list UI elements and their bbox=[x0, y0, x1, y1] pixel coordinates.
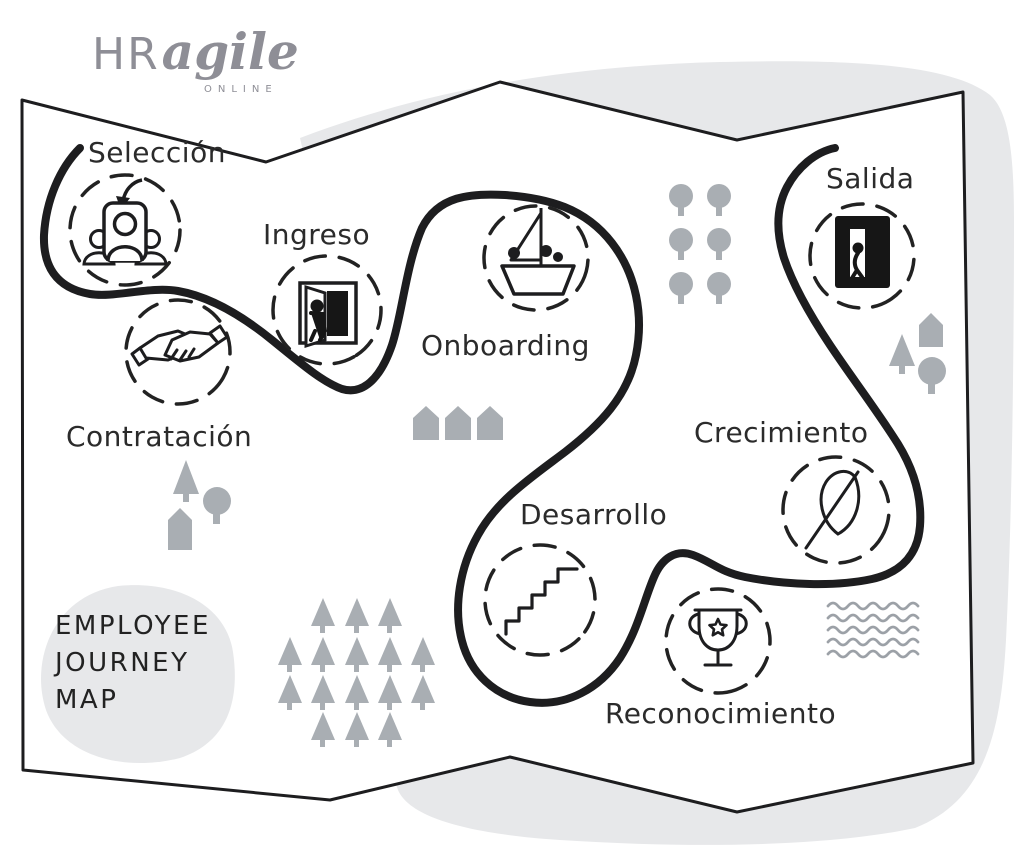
round-tree-icon bbox=[669, 184, 693, 216]
round-tree-icon bbox=[918, 357, 946, 394]
round-tree-icon bbox=[707, 272, 731, 304]
round-tree-grove bbox=[669, 184, 731, 304]
sailboat-icon bbox=[500, 208, 576, 296]
map-title-line: MAP bbox=[55, 685, 119, 715]
stage-circle-contratacion bbox=[124, 298, 232, 406]
house-row bbox=[413, 406, 503, 440]
village-left bbox=[168, 460, 231, 550]
stage-circle-ingreso bbox=[271, 254, 383, 366]
stage-label-seleccion: Selección bbox=[88, 136, 226, 169]
stage-circle-crecimiento bbox=[781, 455, 891, 565]
house-icon bbox=[477, 406, 503, 440]
round-tree-icon bbox=[669, 272, 693, 304]
stage-label-crecimiento: Crecimiento bbox=[694, 416, 869, 449]
stage-label-onboarding: Onboarding bbox=[421, 329, 590, 362]
logo-agile-text: agile bbox=[161, 22, 299, 81]
stage-circle-reconocimiento bbox=[664, 587, 772, 695]
house-icon bbox=[445, 406, 471, 440]
stage-label-contratacion: Contratación bbox=[66, 420, 253, 453]
handshake-icon bbox=[130, 324, 229, 367]
logo-hr-text: HR bbox=[92, 29, 160, 80]
round-tree-icon bbox=[669, 228, 693, 260]
round-tree-icon bbox=[203, 487, 231, 524]
leaf-icon bbox=[804, 469, 861, 550]
pine-tree-icon bbox=[889, 334, 915, 374]
pine-forest bbox=[278, 598, 435, 747]
title-blob bbox=[41, 585, 235, 764]
water-waves-icon bbox=[826, 601, 920, 659]
pine-tree-icon bbox=[173, 460, 199, 502]
house-icon bbox=[168, 508, 192, 550]
map-title-line: JOURNEY bbox=[55, 648, 190, 678]
round-tree-icon bbox=[707, 184, 731, 216]
stage-circle-salida bbox=[808, 202, 916, 310]
journey-path bbox=[39, 144, 925, 707]
stage-label-reconocimiento: Reconocimiento bbox=[605, 697, 837, 730]
house-icon bbox=[413, 406, 439, 440]
map-title: EMPLOYEE JOURNEY MAP bbox=[55, 608, 211, 719]
hragile-logo: HRagile ONLINE bbox=[92, 22, 322, 95]
house-icon bbox=[919, 313, 943, 347]
stage-circle-desarrollo bbox=[483, 543, 597, 657]
door-entry-icon bbox=[298, 281, 358, 349]
map-title-line: EMPLOYEE bbox=[55, 611, 211, 641]
logo-online-text: ONLINE bbox=[204, 84, 278, 95]
stage-circle-seleccion bbox=[68, 173, 182, 287]
trophy-icon bbox=[688, 608, 748, 667]
door-exit-icon bbox=[835, 216, 890, 288]
stage-circle-onboarding bbox=[482, 204, 590, 312]
village-right bbox=[889, 313, 946, 394]
stage-label-desarrollo: Desarrollo bbox=[520, 498, 668, 531]
stairs-icon bbox=[504, 567, 579, 636]
stage-label-salida: Salida bbox=[826, 162, 915, 195]
round-tree-icon bbox=[707, 228, 731, 260]
stage-label-ingreso: Ingreso bbox=[263, 218, 371, 251]
candidate-selection-icon bbox=[82, 178, 168, 266]
